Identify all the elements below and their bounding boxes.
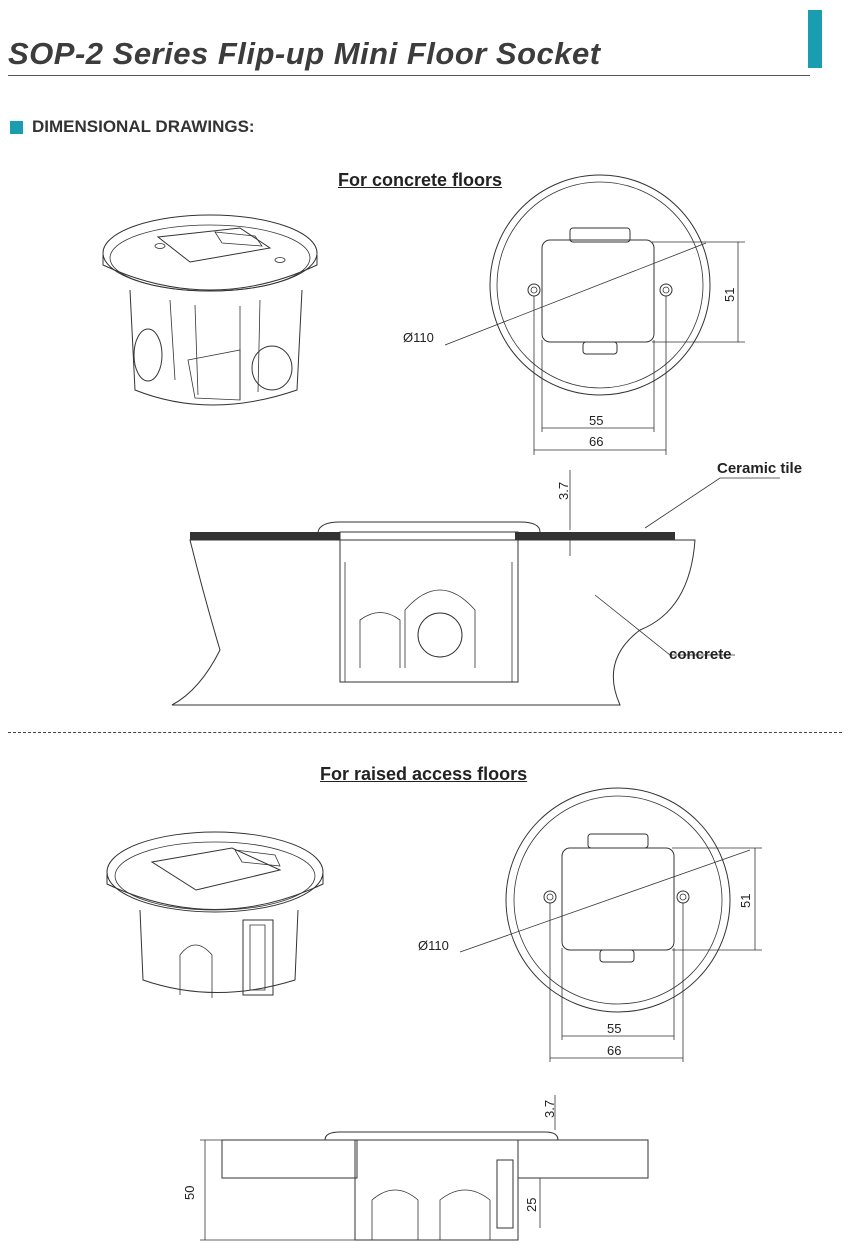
raised-top-view xyxy=(459,787,762,1062)
section-heading-text: DIMENSIONAL DRAWINGS: xyxy=(32,117,255,136)
concrete-diameter-label: Ø110 xyxy=(403,330,434,345)
raised-outer-width-label: 66 xyxy=(607,1043,622,1058)
raised-heading: For raised access floors xyxy=(320,764,528,784)
raised-inner-width-label: 55 xyxy=(607,1021,622,1036)
square-bullet-icon xyxy=(10,120,23,134)
concrete-label: concrete xyxy=(669,646,732,663)
concrete-heading: For concrete floors xyxy=(338,170,503,190)
section-divider xyxy=(8,732,842,733)
concrete-outer-width-label: 66 xyxy=(589,434,604,449)
raised-height-label: 51 xyxy=(738,893,753,908)
title-rule xyxy=(8,75,810,76)
raised-diameter-label: Ø110 xyxy=(418,938,449,953)
section-heading: DIMENSIONAL DRAWINGS: xyxy=(10,117,255,137)
concrete-section-view xyxy=(171,470,780,706)
raised-iso-drawing xyxy=(106,831,324,998)
raised-section-view xyxy=(200,1095,649,1241)
concrete-top-view xyxy=(444,174,745,455)
raised-flange-label: 3.7 xyxy=(542,1099,557,1118)
accent-bar xyxy=(808,10,822,68)
raised-total-height-label: 50 xyxy=(182,1185,197,1200)
raised-clamp-label: 25 xyxy=(524,1197,539,1212)
concrete-iso-drawing xyxy=(102,214,318,406)
ceramic-tile-label: Ceramic tile xyxy=(717,460,803,477)
page-title: SOP-2 Series Flip-up Mini Floor Socket xyxy=(8,36,601,71)
concrete-inner-width-label: 55 xyxy=(589,413,604,428)
